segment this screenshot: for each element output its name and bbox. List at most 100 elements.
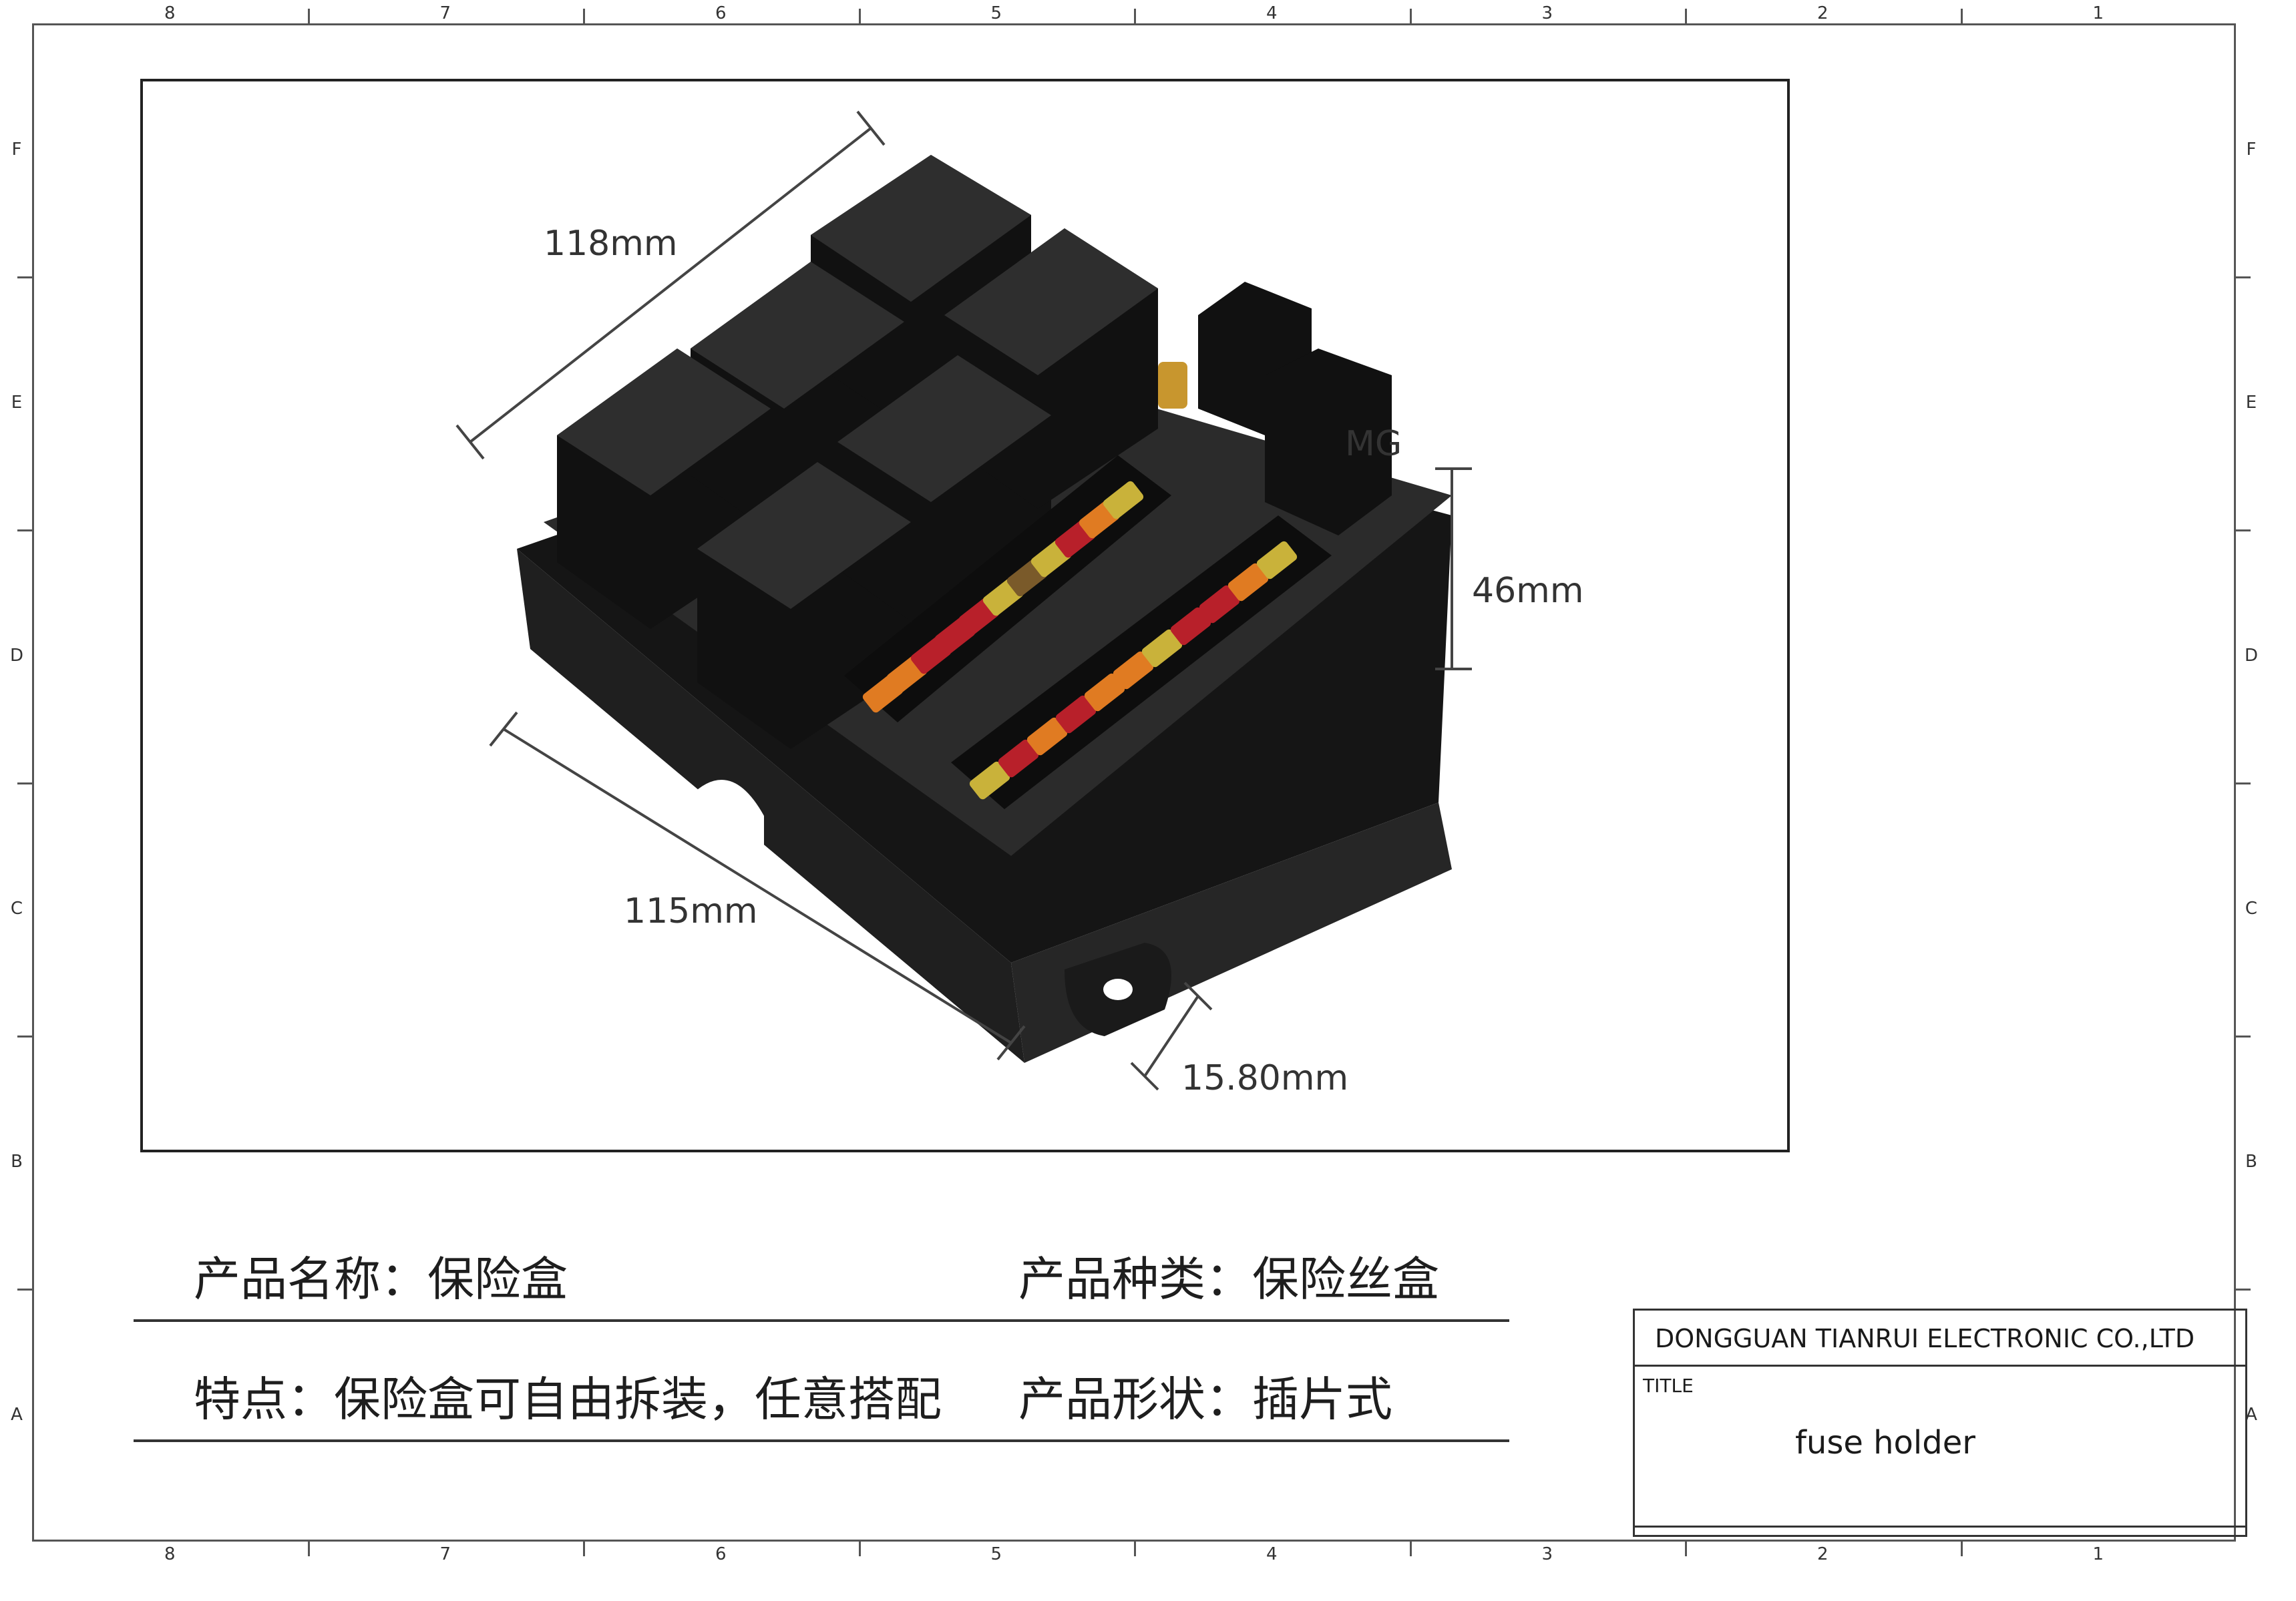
zone-tick <box>2236 1036 2251 1038</box>
zone-number: 2 <box>1816 1544 1829 1564</box>
relay-2-top <box>691 262 904 409</box>
zone-letter: C <box>2245 898 2258 919</box>
title-label: TITLE <box>1643 1375 1694 1397</box>
relay-4-top <box>697 462 911 609</box>
product-photo: MG 118mm 46mm 115mm <box>140 79 1790 1152</box>
fuse <box>1227 563 1269 602</box>
housing-notch <box>691 780 764 869</box>
dim-label-115: 115mm <box>624 891 758 931</box>
zone-number: 6 <box>715 3 727 23</box>
dim-tick-1580a <box>1130 1062 1159 1091</box>
dim-tick-118a <box>455 424 485 460</box>
housing-front <box>517 549 1024 1063</box>
fuse-row-1 <box>844 455 1171 722</box>
zone-tick <box>17 1289 32 1291</box>
zone-letter: F <box>2246 139 2257 160</box>
fuses-row-2 <box>969 541 1298 800</box>
zone-number: 8 <box>164 3 176 23</box>
dim-tick-115b <box>996 1025 1026 1061</box>
zone-tick <box>17 1036 32 1038</box>
product-category: 产品种类：保险丝盒 <box>1018 1252 1439 1307</box>
zone-letter: E <box>11 392 23 413</box>
zone-tick <box>1960 9 1963 23</box>
fuse <box>1113 651 1154 690</box>
zone-tick <box>2236 1289 2251 1291</box>
zone-tick <box>583 1542 585 1556</box>
relay-5-top <box>837 355 1051 502</box>
zone-tick <box>1685 9 1687 23</box>
dim-label-46: 46mm <box>1472 571 1583 611</box>
fuse <box>1141 629 1183 668</box>
title-block-footer <box>1635 1526 2245 1535</box>
dim-line-118 <box>469 127 872 443</box>
fuse <box>1256 541 1298 580</box>
relay-6-top <box>944 228 1158 375</box>
fuse <box>969 761 1010 800</box>
zone-tick <box>307 9 310 23</box>
zone-letter: B <box>2245 1151 2257 1172</box>
zone-tick <box>1960 1542 1963 1556</box>
company-name: DONGGUAN TIANRUI ELECTRONIC CO.,LTD <box>1635 1311 2245 1367</box>
divider-2 <box>134 1439 1509 1442</box>
fuses-row-1 <box>862 481 1144 713</box>
zone-number: 7 <box>439 1544 451 1564</box>
zone-letter: D <box>9 645 24 666</box>
fuse-box-illustration: MG 118mm 46mm 115mm <box>455 110 1583 1098</box>
product-name: 产品名称：保险盒 <box>194 1252 568 1307</box>
zone-tick <box>858 9 861 23</box>
fuse <box>1084 673 1125 712</box>
zone-tick <box>1134 9 1136 23</box>
product-shape: 产品形状：插片式 <box>1018 1372 1392 1427</box>
relay-1-top <box>557 349 771 495</box>
zone-letter: F <box>11 139 22 160</box>
zone-tick <box>17 782 32 784</box>
zone-tick <box>1685 1542 1687 1556</box>
zone-number: 7 <box>439 3 451 23</box>
zone-number: 4 <box>1266 3 1278 23</box>
zone-tick <box>2236 529 2251 531</box>
zone-number: 1 <box>2092 1544 2104 1564</box>
zone-letter: B <box>11 1151 23 1172</box>
mounting-hole <box>1103 979 1133 1000</box>
dim-label-1580: 15.80mm <box>1181 1058 1348 1098</box>
dim-line-115 <box>502 728 1012 1044</box>
zone-letter: D <box>2244 645 2259 666</box>
zone-number: 1 <box>2092 3 2104 23</box>
zone-number: 2 <box>1816 3 1829 23</box>
zone-number: 5 <box>990 1544 1002 1564</box>
relay-brand-label: MG <box>1345 424 1402 464</box>
zone-tick <box>17 276 32 278</box>
divider-1 <box>134 1319 1509 1322</box>
zone-tick <box>583 9 585 23</box>
zone-tick <box>17 529 32 531</box>
fuse <box>998 739 1039 778</box>
product-feature: 特点：保险盒可自由拆装，任意搭配 <box>194 1372 942 1427</box>
fuse <box>1055 695 1097 734</box>
zone-number: 4 <box>1266 1544 1278 1564</box>
dim-tick-115a <box>489 711 518 747</box>
zone-letter: A <box>2245 1404 2257 1425</box>
fuse <box>1170 607 1211 646</box>
relay-8 <box>1265 349 1392 535</box>
dim-label-118: 118mm <box>544 224 678 264</box>
title-value: fuse holder <box>1795 1424 1975 1461</box>
title-block: DONGGUAN TIANRUI ELECTRONIC CO.,LTD TITL… <box>1633 1309 2247 1537</box>
fuse-row-2 <box>951 515 1332 809</box>
zone-tick <box>307 1542 310 1556</box>
zone-tick <box>2236 782 2251 784</box>
relay-3-top <box>811 155 1031 302</box>
zone-number: 6 <box>715 1544 727 1564</box>
zone-tick <box>1409 9 1412 23</box>
zone-number: 5 <box>990 3 1002 23</box>
brass-nut <box>1158 362 1187 409</box>
fuse <box>1103 481 1144 519</box>
dim-tick-1580b <box>1183 981 1213 1011</box>
dim-tick-118b <box>856 110 886 146</box>
fuse <box>1199 585 1240 624</box>
fuse <box>1026 717 1068 756</box>
zone-tick <box>1134 1542 1136 1556</box>
zone-tick <box>858 1542 861 1556</box>
zone-number: 3 <box>1541 1544 1553 1564</box>
drawing-frame <box>32 23 2236 1542</box>
zone-letter: C <box>10 898 23 919</box>
